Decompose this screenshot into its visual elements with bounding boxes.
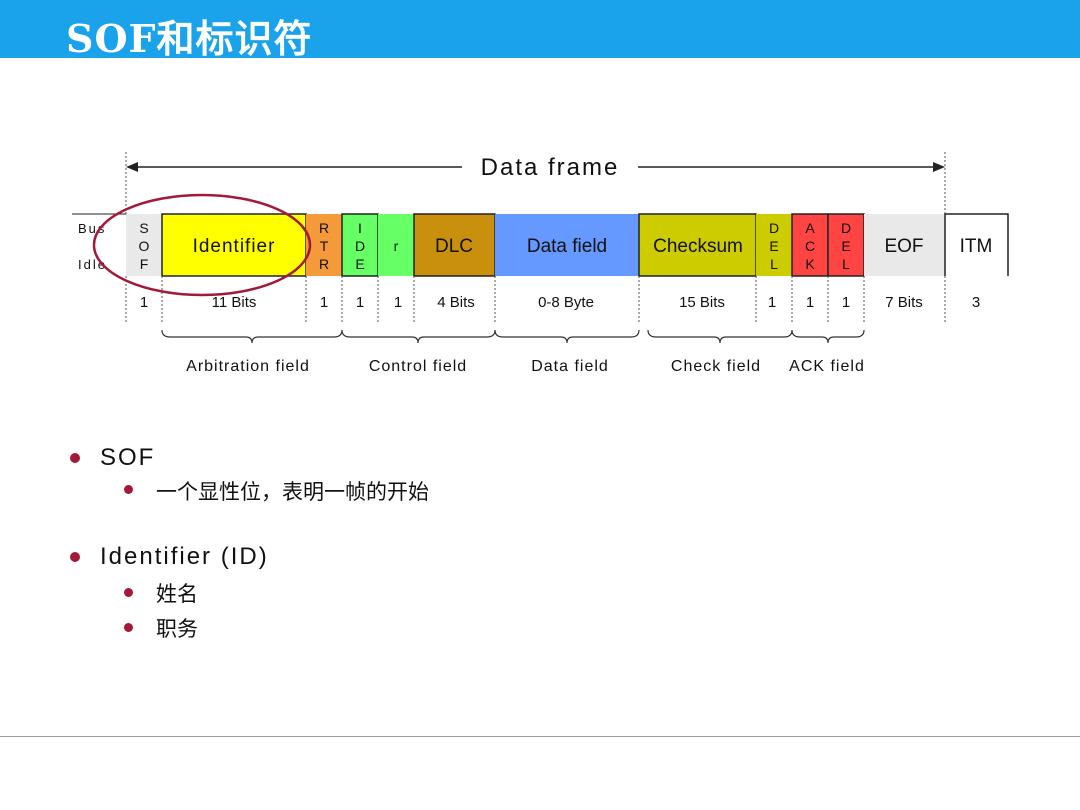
arrow-right-icon (933, 162, 945, 172)
group-label-ack: ACK field (789, 358, 865, 375)
field-label: Data field (527, 236, 607, 257)
field-label: L (770, 256, 778, 272)
bullet-dot-icon (70, 453, 80, 463)
group-label-arbitration: Arbitration field (186, 358, 310, 375)
field-label: D (769, 220, 779, 236)
field-label: R (319, 220, 329, 236)
field-identifier: Identifier (161, 213, 307, 277)
field-sof: S O F (126, 214, 162, 276)
bus-idle-label-1: Bus (78, 221, 106, 236)
bullet-sof: SOF (100, 444, 156, 471)
field-rtr: R T R (306, 214, 342, 276)
bit-count-dlc: 4 Bits (437, 294, 475, 311)
field-checksum: Checksum (638, 213, 757, 277)
field-label: D (841, 220, 851, 236)
field-itm: ITM (944, 213, 1009, 276)
arrow-left-icon (126, 162, 138, 172)
field-box-dlc (413, 213, 496, 277)
field-label: I (358, 220, 362, 236)
brace-check (647, 329, 793, 344)
field-label: Checksum (653, 236, 743, 257)
bit-count-ack: 1 (806, 294, 814, 311)
brace-ack (791, 329, 865, 344)
field-label: K (805, 256, 815, 272)
field-label: E (769, 238, 778, 254)
bullet-dot-icon (124, 485, 133, 494)
bullet-identifier: Identifier (ID) (100, 543, 269, 570)
field-label: EOF (884, 236, 923, 257)
bit-count-checksum: 15 Bits (679, 294, 725, 311)
field-label: T (320, 238, 329, 254)
bit-count-rtr: 1 (320, 294, 328, 311)
field-label: C (805, 238, 815, 254)
field-ack: A C K (791, 213, 829, 277)
field-box-r (378, 214, 414, 276)
field-label: O (139, 238, 150, 254)
field-data: Data field (495, 214, 639, 276)
field-box-itm (944, 213, 1009, 276)
field-label: Identifier (193, 236, 276, 257)
group-label-control: Control field (369, 358, 467, 375)
brace-arbitration (161, 329, 343, 344)
field-box-ack (791, 213, 829, 277)
slide-title: SOF和标识符 (66, 16, 313, 61)
field-label: S (139, 220, 148, 236)
field-ack-delimiter: D E L (827, 213, 865, 277)
field-box-data (495, 214, 639, 276)
bit-count-crc-delimiter: 1 (768, 294, 776, 311)
field-r: r (378, 214, 414, 276)
field-label: R (319, 256, 329, 272)
bullet-sof-desc: 一个显性位，表明一帧的开始 (156, 480, 429, 504)
field-box-rtr (306, 214, 342, 276)
field-dlc: DLC (413, 213, 496, 277)
bit-count-data: 0-8 Byte (538, 294, 594, 311)
bullet-dot-icon (124, 588, 133, 597)
field-label: E (841, 238, 850, 254)
brace-control (341, 329, 496, 344)
can-data-frame-diagram: Data frame Bus Idle S O F Identifier R T… (72, 152, 1009, 375)
field-label: DLC (435, 236, 473, 257)
field-label: E (355, 256, 364, 272)
bit-count-r: 1 (394, 294, 402, 311)
bit-count-identifier: 11 Bits (212, 294, 257, 311)
field-box-ack-delimiter (827, 213, 865, 277)
brace-data (494, 329, 640, 344)
bullet-identifier-name: 姓名 (156, 582, 198, 606)
field-label: L (842, 256, 850, 272)
group-label-check: Check field (671, 358, 761, 375)
footer-divider (0, 736, 1080, 737)
field-label: ITM (960, 236, 993, 257)
field-ide: I D E (341, 213, 379, 277)
group-labels: Arbitration field Control field Data fie… (186, 358, 865, 375)
bit-count-ide: 1 (356, 294, 364, 311)
bit-count-sof: 1 (140, 294, 148, 311)
field-label: A (805, 220, 815, 236)
bullet-dot-icon (70, 552, 80, 562)
highlight-ellipse (92, 193, 312, 297)
field-box-identifier (161, 213, 307, 277)
field-box-crc-delimiter (756, 214, 792, 276)
bullet-identifier-title: 职务 (156, 617, 198, 641)
bit-count-ack-delimiter: 1 (842, 294, 850, 311)
data-frame-label: Data frame (481, 154, 620, 181)
field-label: r (394, 238, 399, 254)
field-box-checksum (638, 213, 757, 277)
data-frame-span: Data frame (125, 152, 946, 214)
group-braces (161, 329, 865, 344)
field-box-eof (864, 214, 945, 276)
title-bar: SOF和标识符 (0, 0, 1080, 61)
bullet-dot-icon (124, 623, 133, 632)
field-label: D (355, 238, 365, 254)
field-box-sof (126, 214, 162, 276)
bus-idle: Bus Idle (72, 213, 126, 272)
bit-counts: 1 11 Bits 1 1 1 4 Bits 0-8 Byte 15 Bits … (140, 294, 980, 311)
field-crc-delimiter: D E L (756, 214, 792, 276)
bit-count-itm: 3 (972, 294, 980, 311)
group-label-data: Data field (531, 358, 609, 375)
bit-count-eof: 7 Bits (885, 294, 923, 311)
field-eof: EOF (864, 214, 945, 276)
field-label: F (140, 256, 149, 272)
